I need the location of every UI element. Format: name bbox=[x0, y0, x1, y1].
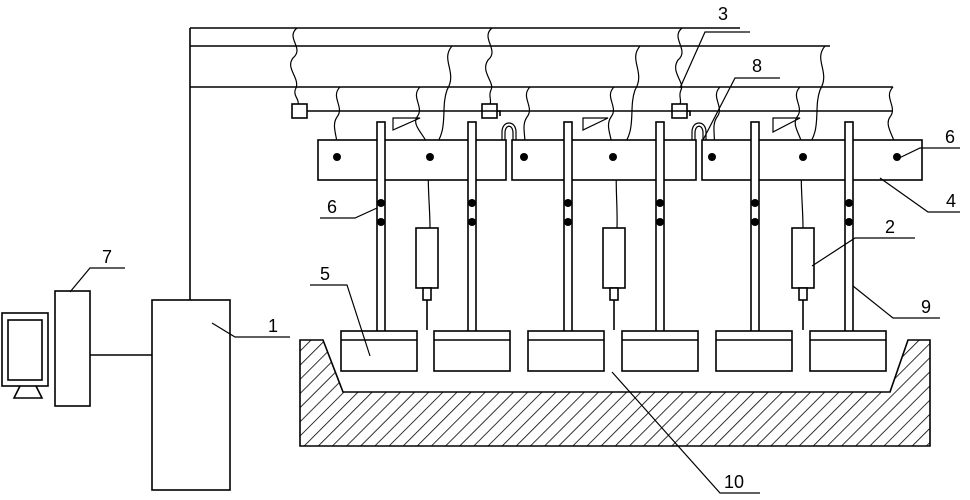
rod-4 bbox=[655, 121, 665, 335]
tank bbox=[299, 339, 931, 447]
label-8: 8 bbox=[752, 56, 762, 76]
leader-1 bbox=[211, 322, 290, 338]
switch-symbols bbox=[392, 117, 801, 133]
block-6 bbox=[809, 330, 887, 372]
rod-6 bbox=[844, 121, 854, 335]
label-1: 1 bbox=[268, 316, 278, 336]
computer-tower bbox=[54, 290, 91, 407]
controller-box bbox=[151, 299, 231, 491]
label-4: 4 bbox=[946, 191, 956, 211]
block-4 bbox=[621, 330, 699, 372]
sensor-2-tip bbox=[609, 287, 619, 301]
sensor-1-tip bbox=[422, 287, 432, 301]
beam-segment-1 bbox=[317, 139, 507, 181]
leader-3 bbox=[679, 31, 750, 89]
leader-lines bbox=[69, 31, 960, 494]
labels: 1 2 3 4 5 6 6 7 8 9 10 bbox=[102, 4, 956, 492]
rod-2 bbox=[467, 121, 477, 335]
rod-5 bbox=[750, 121, 760, 335]
sensors bbox=[415, 227, 815, 330]
controller bbox=[151, 28, 231, 491]
computer bbox=[1, 290, 152, 407]
rod-1 bbox=[376, 121, 386, 335]
blocks bbox=[340, 330, 887, 372]
rod-3 bbox=[563, 121, 573, 335]
leader-5 bbox=[310, 284, 371, 357]
monitor-stand bbox=[12, 385, 44, 399]
crossbar-beams bbox=[307, 110, 923, 181]
connection-dots bbox=[333, 153, 901, 226]
relay-box-1 bbox=[291, 103, 308, 119]
beam-segment-3 bbox=[701, 139, 923, 181]
leader-6a bbox=[894, 147, 960, 161]
block-2 bbox=[433, 330, 511, 372]
monitor-screen bbox=[7, 319, 43, 381]
leader-2 bbox=[811, 237, 915, 267]
leader-4 bbox=[879, 177, 960, 213]
label-6-right: 6 bbox=[945, 127, 955, 147]
sensor-2 bbox=[602, 227, 626, 289]
block-1 bbox=[340, 330, 418, 372]
sensor-1 bbox=[415, 227, 439, 289]
leader-7 bbox=[69, 267, 125, 293]
leader-9 bbox=[852, 285, 940, 319]
label-3: 3 bbox=[718, 4, 728, 24]
beam-segment-2 bbox=[511, 139, 697, 181]
leader-6b bbox=[320, 207, 378, 219]
label-9: 9 bbox=[921, 297, 931, 317]
sensor-3 bbox=[791, 227, 815, 289]
leader-8 bbox=[702, 77, 780, 141]
label-2: 2 bbox=[885, 217, 895, 237]
block-3 bbox=[527, 330, 605, 372]
sensor-3-tip bbox=[798, 287, 808, 301]
label-10: 10 bbox=[724, 472, 744, 492]
block-5 bbox=[715, 330, 793, 372]
flexible-connectors bbox=[501, 122, 707, 140]
leader-10 bbox=[611, 371, 760, 494]
label-7: 7 bbox=[102, 247, 112, 267]
label-6-left: 6 bbox=[327, 197, 337, 217]
tank-wall bbox=[299, 339, 931, 447]
label-5: 5 bbox=[320, 264, 330, 284]
